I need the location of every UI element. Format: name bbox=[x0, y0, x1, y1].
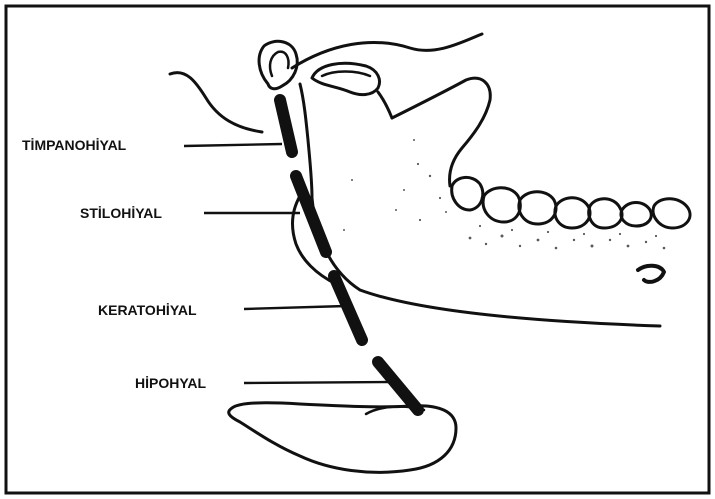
leader-hipohyal bbox=[244, 382, 388, 383]
label-keratohiyal: KERATOHİYAL bbox=[98, 302, 197, 318]
label-hipohyal: HİPOHYAL bbox=[135, 375, 207, 391]
label-timpanohiyal: TİMPANOHİYAL bbox=[22, 137, 127, 153]
diagram-frame bbox=[6, 6, 709, 493]
label-stilohiyal: STİLOHİYAL bbox=[80, 205, 162, 221]
